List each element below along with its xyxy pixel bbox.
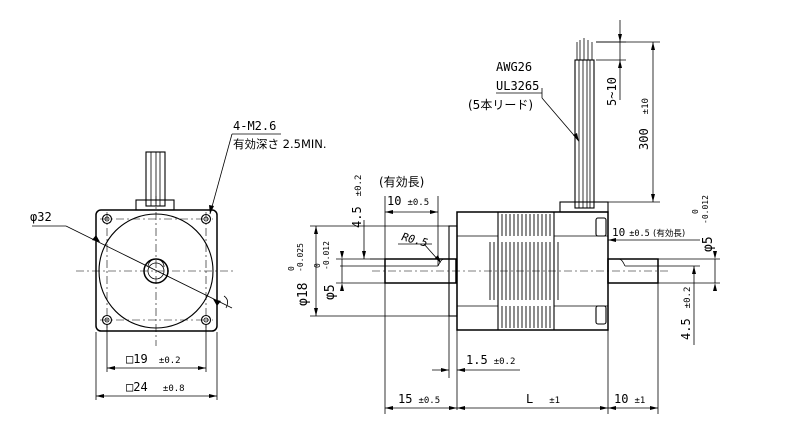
flat-height-label: 4.5±0.2 [350,175,364,228]
dia-outer-label: φ32 [30,210,52,224]
rear-flat-len-label: 10±0.5 [612,226,650,239]
side-lead-wires [559,38,609,213]
side-view: AWG26 UL3265 (5本リード) 5~10 300±10 4.5±0.2… [287,20,720,414]
flat-len-front-label: 10±0.5 [387,194,429,208]
lead-length-label: 300±10 [637,98,651,150]
rear-flat-height-label: 4.5±0.2 [679,287,693,340]
hole-callout-line2: 有効深さ 2.5MIN. [233,137,327,151]
wire-gauge: AWG26 [496,60,532,74]
pilot-dia-tol-lower: -0.025 [296,243,305,272]
radius-label: R0.5 [400,230,429,249]
shaft-rear-len-label: 10±1 [614,392,645,406]
pilot-dia-label: φ18 [296,283,311,306]
rear-shaft-tol-upper: 0 [691,209,700,214]
shaft-dia-label: φ5 [323,284,338,300]
rear-shaft-dia-label: φ5 [701,236,716,252]
front-view: φ32 4-M2.6 有効深さ 2.5MIN. □19 ±0.2 □24 ±0.… [30,119,327,400]
body-len-label: L±1 [526,392,560,406]
wire-standard: UL3265 [496,79,539,93]
shaft-front-len-label: 15±0.5 [398,392,440,406]
front-lead-wires [135,151,175,211]
effective-len-label: (有効長) [379,174,424,189]
bolt-square-label: □19 ±0.2 [126,352,181,366]
lead-strip-label: 5~10 [605,77,619,106]
pilot-depth-label: 1.5±0.2 [466,353,515,367]
body-square-label: □24 ±0.8 [126,380,185,394]
wire-note: (5本リード) [468,98,533,112]
front-body-square [95,209,218,332]
mounting-holes [101,213,212,326]
rear-shaft-tol-lower: -0.012 [701,195,710,224]
rear-effective-label: (有効長) [653,228,685,239]
shaft-dia-tol-lower: -0.012 [322,241,331,270]
hole-callout-line1: 4-M2.6 [233,119,276,133]
shaft-dia-tol-upper: 0 [313,263,322,268]
pilot-dia-tol-upper: 0 [287,266,296,271]
